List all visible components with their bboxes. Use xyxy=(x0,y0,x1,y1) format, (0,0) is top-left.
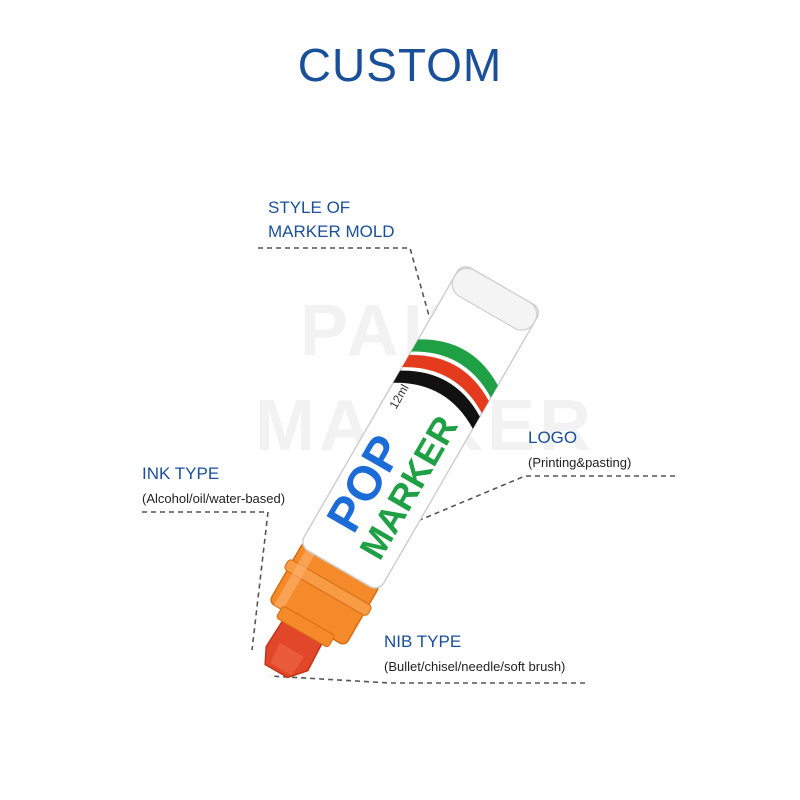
nib-label: NIB TYPE xyxy=(384,632,462,651)
page-title: CUSTOM xyxy=(297,39,503,91)
ink-label: INK TYPE xyxy=(142,464,220,483)
logo-callout-line xyxy=(419,475,675,521)
ink-sub: (Alcohol/oil/water-based) xyxy=(142,491,286,506)
marker-barrel xyxy=(302,266,539,589)
nib-callout-line xyxy=(269,675,585,684)
logo-label: LOGO xyxy=(528,428,578,447)
style-label: STYLE OF MARKER MOLD xyxy=(268,198,395,241)
paint-marker: POP MARKER 12ml xyxy=(264,266,539,679)
nib-sub: (Bullet/chisel/needle/soft brush) xyxy=(384,659,566,674)
ink-callout-line xyxy=(142,511,269,651)
style-callout-line xyxy=(258,247,441,356)
logo-sub: (Printing&pasting) xyxy=(528,455,632,470)
